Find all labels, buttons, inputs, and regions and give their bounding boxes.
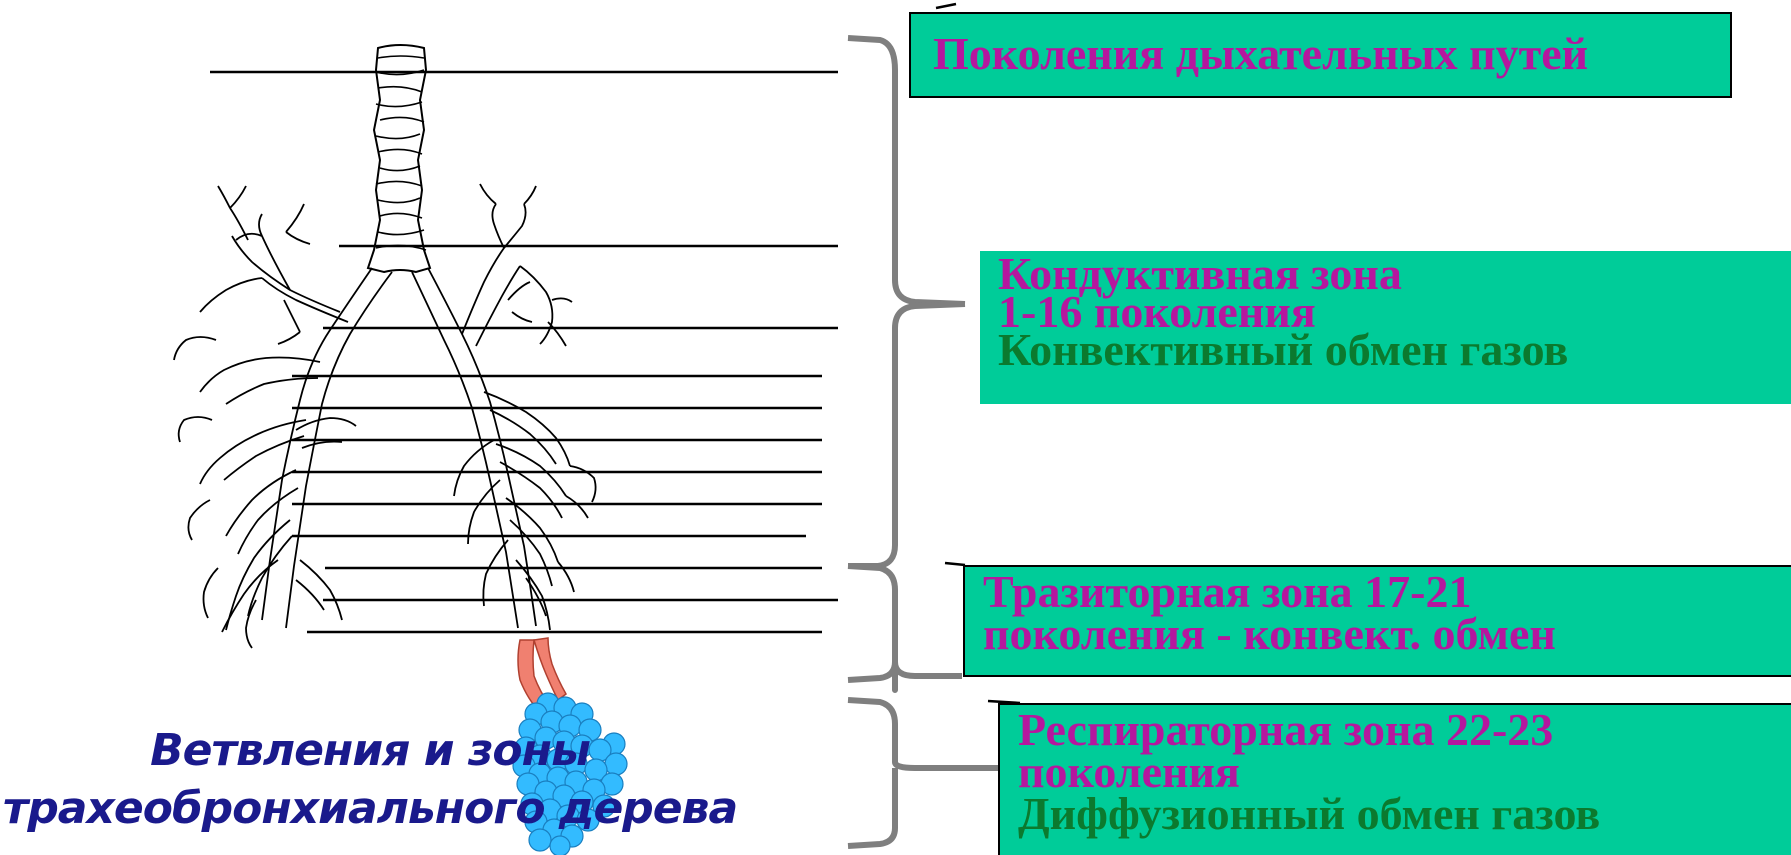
- respiratory-zone-exchange: Диффузионный обмен газов: [1018, 788, 1601, 839]
- conductive-zone-label: Кондуктивная зона: [998, 248, 1402, 299]
- transitional-zone-generations: поколения - конвект. обмен: [983, 608, 1556, 659]
- box-respiratory-zone: Респираторная зона 22-23 поколения Диффу…: [998, 703, 1791, 855]
- box-transitional-zone: Тразиторная зона 17-21 поколения - конве…: [963, 565, 1791, 677]
- conductive-zone-generations: 1-16 поколения: [998, 286, 1316, 337]
- right-bronchial-tree: [411, 183, 597, 631]
- caption-line-1: Ветвления и зоны: [150, 725, 591, 776]
- generations-title: Поколения дыхательных путей: [933, 28, 1589, 79]
- box-airway-generations: Поколения дыхательных путей: [909, 12, 1732, 98]
- box-tick-marks: [935, 2, 1021, 705]
- conductive-zone-exchange: Конвективный обмен газов: [998, 324, 1569, 375]
- transitional-zone-label: Тразиторная зона 17-21: [983, 566, 1472, 617]
- left-bronchial-tree: [173, 185, 393, 649]
- trachea: [366, 44, 432, 274]
- brackets: [847, 35, 998, 849]
- respiratory-zone-label: Респираторная зона 22-23: [1018, 704, 1554, 755]
- respiratory-zone-generations: поколения: [1018, 746, 1240, 797]
- caption-line-2: трахеобронхиального дерева: [2, 783, 738, 834]
- generation-lines: [210, 70, 838, 634]
- diagram-caption: Ветвления и зоны трахеобронхиального дер…: [0, 722, 740, 838]
- box-conductive-zone: Кондуктивная зона 1-16 поколения Конвект…: [980, 251, 1791, 404]
- alveoli-cluster: [512, 692, 628, 855]
